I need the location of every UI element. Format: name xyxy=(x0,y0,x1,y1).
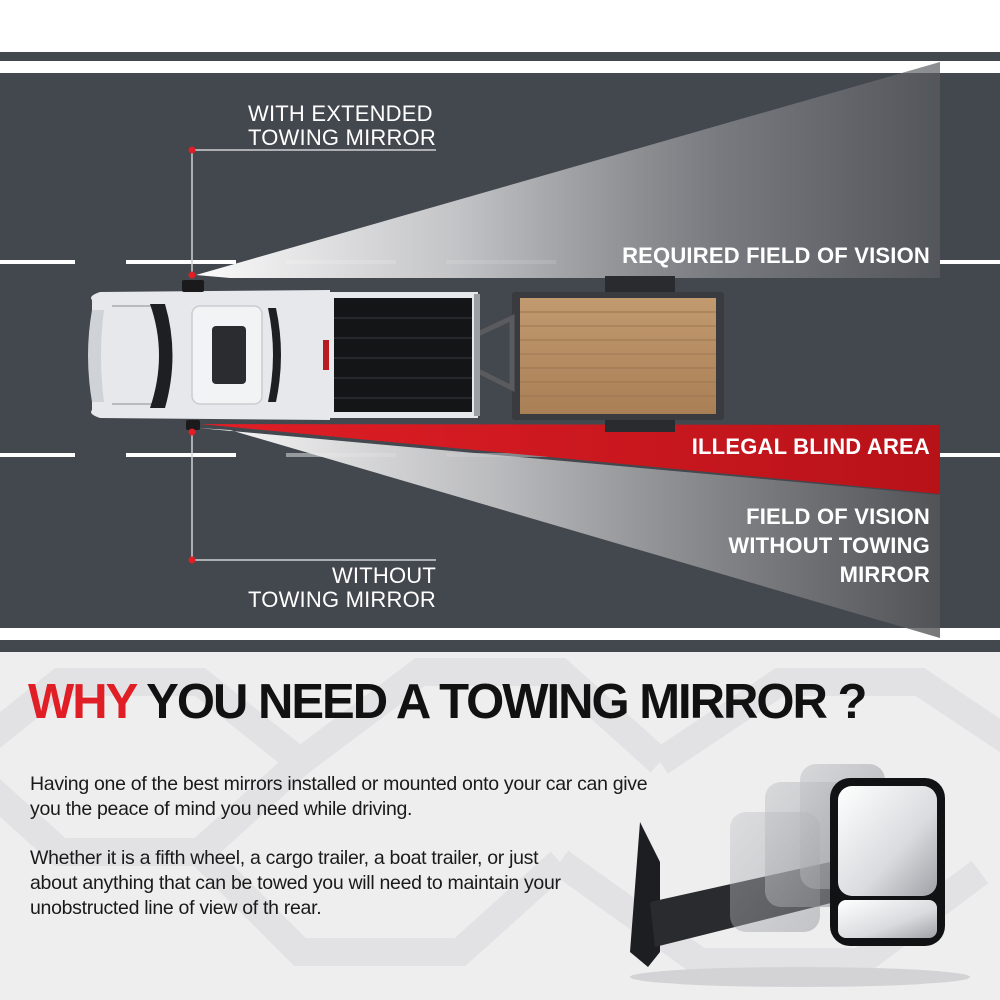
label-field-without-mirror: FIELD OF VISION WITHOUT TOWING MIRROR xyxy=(640,502,930,589)
label-line: TOWING MIRROR xyxy=(248,125,436,150)
label-line: WITH EXTENDED xyxy=(248,101,433,126)
label-illegal-blind-area: ILLEGAL BLIND AREA xyxy=(691,434,930,459)
info-section: WHY YOU NEED A TOWING MIRROR ? Having on… xyxy=(0,652,1000,1000)
towing-mirror-icon xyxy=(630,764,970,987)
paragraph-intro: Having one of the best mirrors installed… xyxy=(30,773,648,820)
field-without-mirror-cone xyxy=(198,428,940,638)
label-line: MIRROR xyxy=(839,562,930,587)
label-line: FIELD OF VISION xyxy=(746,504,930,529)
page-title: WHY YOU NEED A TOWING MIRROR ? xyxy=(28,674,867,730)
label-line: WITHOUT xyxy=(331,563,436,588)
marker-dot xyxy=(188,556,196,564)
road-diagram xyxy=(0,52,1000,652)
title-rest: YOU NEED A TOWING MIRROR ? xyxy=(135,675,867,729)
label-line: TOWING MIRROR xyxy=(248,587,436,612)
paragraph-detail: Whether it is a fifth wheel, a cargo tra… xyxy=(30,847,561,919)
extended-mirror-left xyxy=(182,280,204,292)
required-field-cone xyxy=(196,62,940,278)
stock-mirror-right xyxy=(186,420,200,430)
pickup-truck xyxy=(88,280,480,430)
label-with-extended-mirror: WITH EXTENDED TOWING MIRROR xyxy=(248,102,436,150)
title-accent-word: WHY xyxy=(28,675,137,729)
marker-dot xyxy=(188,428,196,436)
label-required-field: REQUIRED FIELD OF VISION xyxy=(622,243,930,268)
marker-dot xyxy=(188,146,196,154)
illegal-blind-area xyxy=(200,424,940,494)
label-line: WITHOUT TOWING xyxy=(728,533,930,558)
trailer xyxy=(432,276,724,432)
label-without-mirror: WITHOUT TOWING MIRROR xyxy=(236,564,436,612)
marker-dot xyxy=(188,271,196,279)
